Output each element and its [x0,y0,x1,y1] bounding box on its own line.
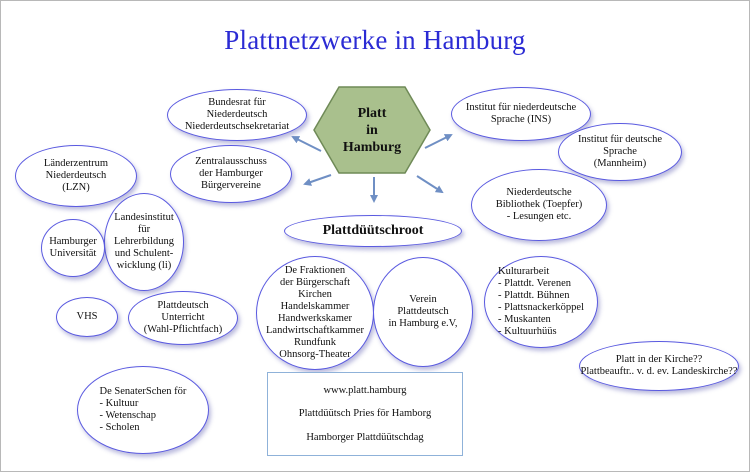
kulturarbeit-heading: Kulturarbeit [497,266,550,277]
node-unterricht: Plattdeutsch Unterricht (Wahl-Pflichtfac… [128,291,238,345]
node-fraktionen: De Fraktionen der Bürgerschaft Kirchen H… [256,256,374,370]
node-universitaet: Hamburger Universität [41,219,105,277]
senator-item: - Kultuur [99,398,139,409]
hexagon-shape [313,86,431,174]
node-ins-label: Institut für niederdeutsche Sprache (INS… [465,102,577,125]
node-verein-label: Verein Plattdeutsch in Hamburg e.V, [388,294,458,329]
node-ins: Institut für niederdeutsche Sprache (INS… [451,87,591,141]
node-lzn: Länderzentrum Niederdeutsch (LZN) [15,145,137,207]
info-url: www.platt.hamburg [323,385,407,397]
arrow-to-ins [424,134,453,149]
node-bundesrat-label: Bundesrat für Niederdeutsch Niederdeutsc… [184,97,290,132]
node-universitaet-label: Hamburger Universität [49,236,97,259]
node-bibliothek-label: Niederdeutsche Bibliothek (Toepfer) - Le… [495,187,583,222]
node-verein: Verein Plattdeutsch in Hamburg e.V, [373,257,473,367]
node-landesinstitut: Landesinstitut für Lehrerbildung und Sch… [104,193,184,291]
node-senator: De SenaterSchen för - Kultuur - Wetensch… [77,366,209,454]
node-kirche: Platt in der Kirche?? Plattbeauftr.. v. … [579,341,739,391]
node-fraktionen-label: De Fraktionen der Bürgerschaft Kirchen H… [266,265,364,360]
center-label: Platt in Hamburg [342,105,402,155]
senator-list: De SenaterSchen för - Kultuur - Wetensch… [100,386,187,434]
kulturarbeit-item: - Kultuurhüüs [497,326,557,337]
arrow-to-zentralausschuss [303,174,332,186]
center-hexagon: Platt in Hamburg [312,85,432,175]
kulturarbeit-item: - Plattsnackerköppel [497,302,584,313]
info-box: www.platt.hamburg Plattdüütsch Pries för… [267,372,463,456]
node-landesinstitut-label: Landesinstitut für Lehrerbildung und Sch… [113,212,175,271]
info-dag: Hamborger Plattdüütschdag [306,431,424,443]
node-kulturarbeit: Kulturarbeit - Plattdt. Verenen - Plattd… [484,256,598,348]
kulturarbeit-item: - Plattdt. Bühnen [497,290,570,301]
senator-heading: De SenaterSchen för [99,386,187,397]
node-ids-label: Institut für deutsche Sprache (Mannheim) [578,134,662,169]
diagram-title: Plattnetzwerke in Hamburg [224,25,526,55]
kulturarbeit-list: Kulturarbeit - Plattdt. Verenen - Plattd… [498,266,584,338]
node-bundesrat: Bundesrat für Niederdeutsch Niederdeutsc… [167,89,307,141]
kulturarbeit-item: - Plattdt. Verenen [497,278,571,289]
node-vhs-label: VHS [76,311,98,322]
node-zentralausschuss: Zentralausschuss der Hamburger Bürgerver… [170,145,292,203]
arrow-to-bibliothek [416,175,444,194]
node-kirche-label: Platt in der Kirche?? Plattbeauftr.. v. … [580,354,738,377]
senator-item: - Wetenschap [99,410,156,421]
node-bibliothek: Niederdeutsche Bibliothek (Toepfer) - Le… [471,169,607,241]
node-plattduutschroot-label: Plattdüütschroot [322,223,424,238]
node-vhs: VHS [56,297,118,337]
node-unterricht-label: Plattdeutsch Unterricht (Wahl-Pflichtfac… [143,300,223,335]
kulturarbeit-item: - Muskanten [497,314,551,325]
node-zentralausschuss-label: Zentralausschuss der Hamburger Bürgerver… [195,156,267,191]
node-plattduutschroot: Plattdüütschroot [284,215,462,247]
arrow-to-bundesrat [291,136,322,152]
node-ids: Institut für deutsche Sprache (Mannheim) [558,123,682,181]
node-lzn-label: Länderzentrum Niederdeutsch (LZN) [43,158,109,193]
info-pries: Plattdüütsch Pries för Hamborg [298,408,432,420]
senator-item: - Scholen [99,422,140,433]
